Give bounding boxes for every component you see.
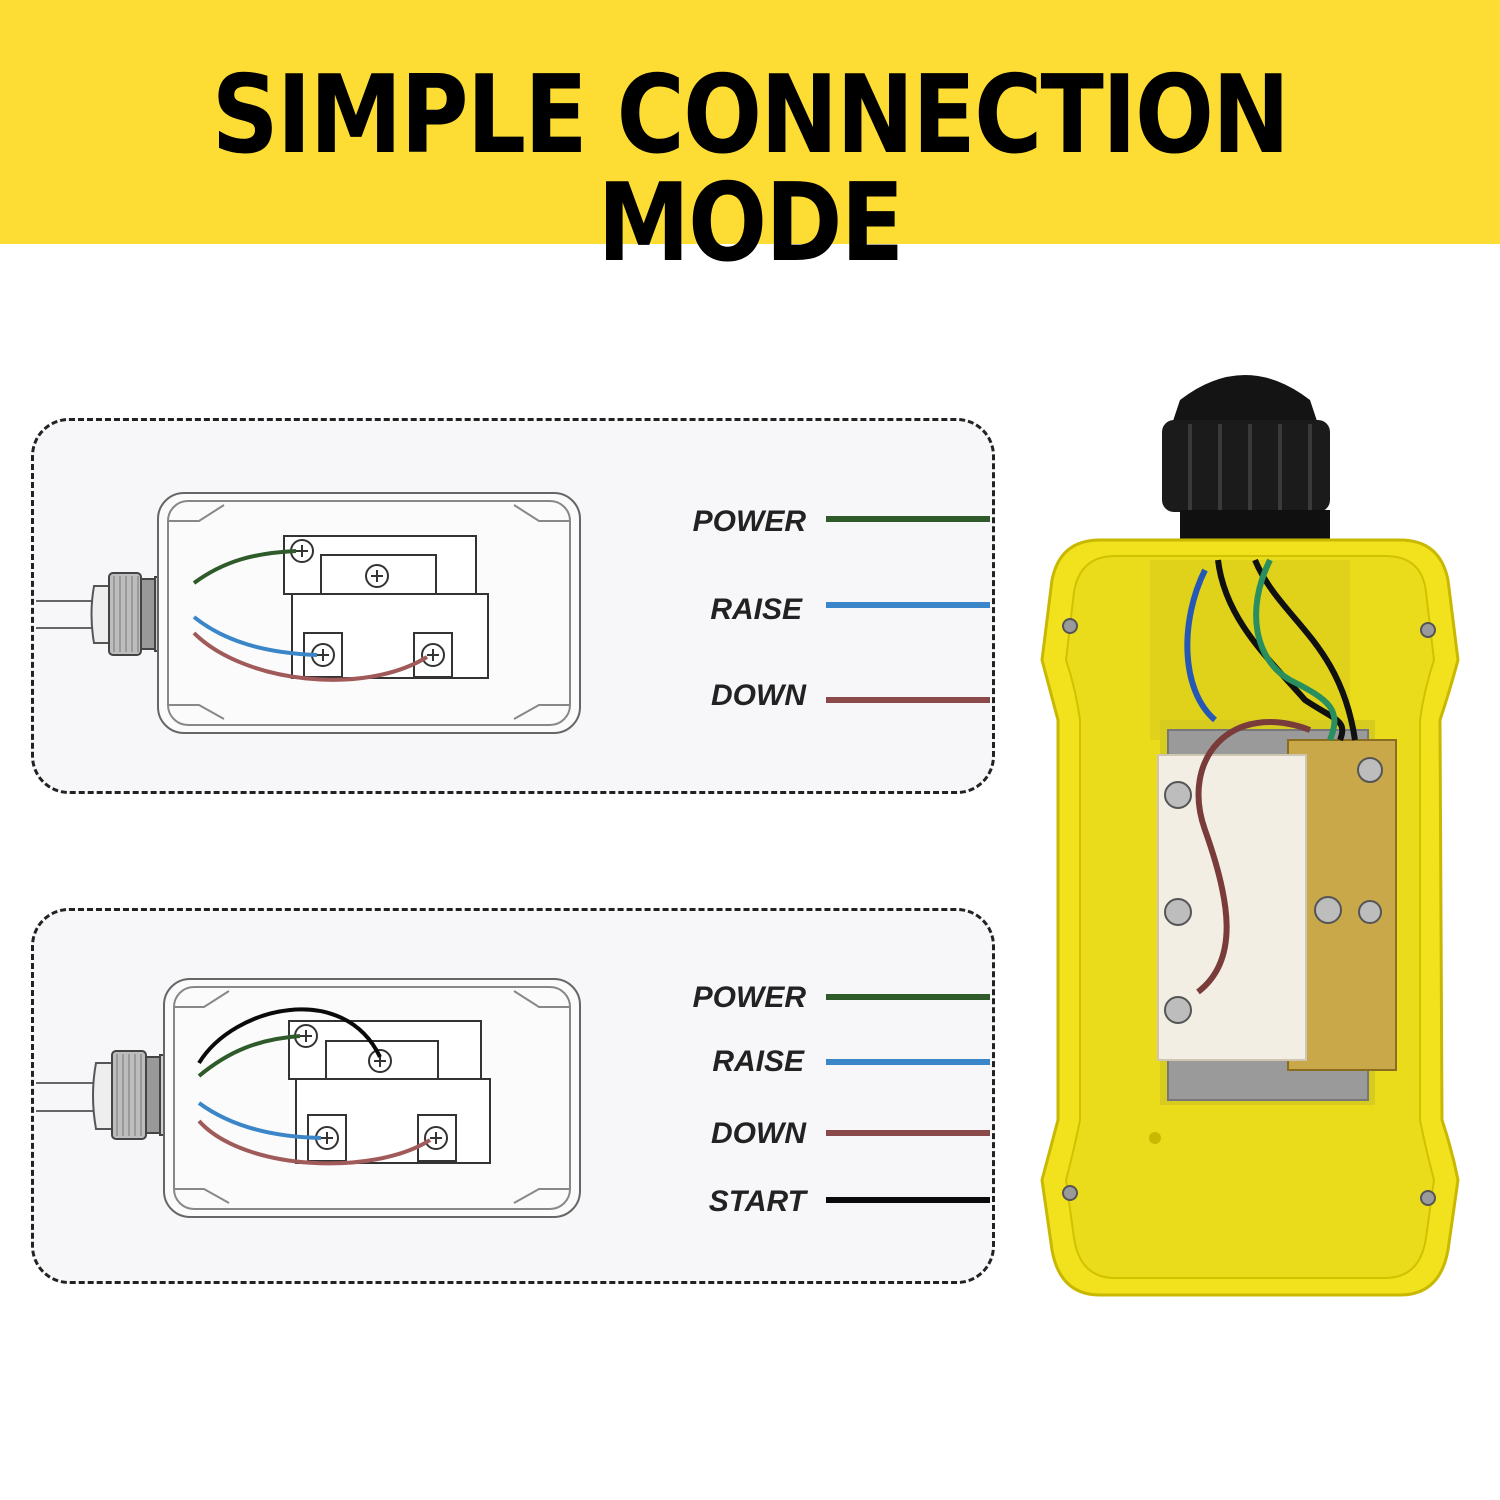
- blue-wire: [1184, 568, 1218, 723]
- terminal-screw-icon: [1164, 757, 1383, 1024]
- legend-label-raise: RAISE: [712, 1045, 804, 1078]
- gland-cap-icon: [1170, 375, 1320, 430]
- legend-line-power: [826, 994, 990, 1000]
- wiring-diagram-4-wire: POWER RAISE DOWN START: [31, 908, 995, 1284]
- schematic-4-wire: [36, 978, 581, 1218]
- cable-gland-icon: [90, 585, 110, 644]
- legend-label-power: POWER: [692, 981, 806, 1014]
- legend-line-raise: [826, 1059, 990, 1065]
- legend-line-down: [826, 1130, 990, 1136]
- legend-label-down: DOWN: [711, 679, 806, 712]
- legend-label-power: POWER: [692, 505, 806, 538]
- black-wire-2: [1252, 558, 1358, 741]
- raise-wire: [197, 1101, 322, 1140]
- corner-screw-icon: [1062, 618, 1436, 1206]
- black-wire-1: [1215, 559, 1346, 742]
- legend-line-down: [826, 697, 990, 703]
- green-wire: [1253, 558, 1338, 742]
- legend-label-start: START: [708, 1185, 806, 1218]
- legend-label-raise: RAISE: [710, 593, 802, 626]
- brown-wire: [1195, 719, 1312, 995]
- legend-line-start: [826, 1197, 990, 1203]
- cable-gland-icon: [92, 1062, 113, 1130]
- legend-line-power: [826, 516, 990, 522]
- legend-line-raise: [826, 602, 990, 608]
- down-wire: [192, 631, 429, 682]
- schematic-3-wire: [36, 492, 581, 734]
- wiring-diagram-3-wire: POWER RAISE DOWN: [31, 418, 995, 794]
- down-wire: [197, 1119, 432, 1166]
- power-wire: [197, 1034, 301, 1078]
- switch-housing-illustration: [1040, 375, 1460, 1297]
- raise-wire: [192, 615, 318, 657]
- start-wire: [197, 1007, 382, 1065]
- power-wire: [192, 549, 297, 585]
- page-title: SIMPLE CONNECTION MODE: [211, 53, 1290, 286]
- legend-label-down: DOWN: [711, 1117, 806, 1150]
- title-banner: SIMPLE CONNECTION MODE: [0, 0, 1500, 278]
